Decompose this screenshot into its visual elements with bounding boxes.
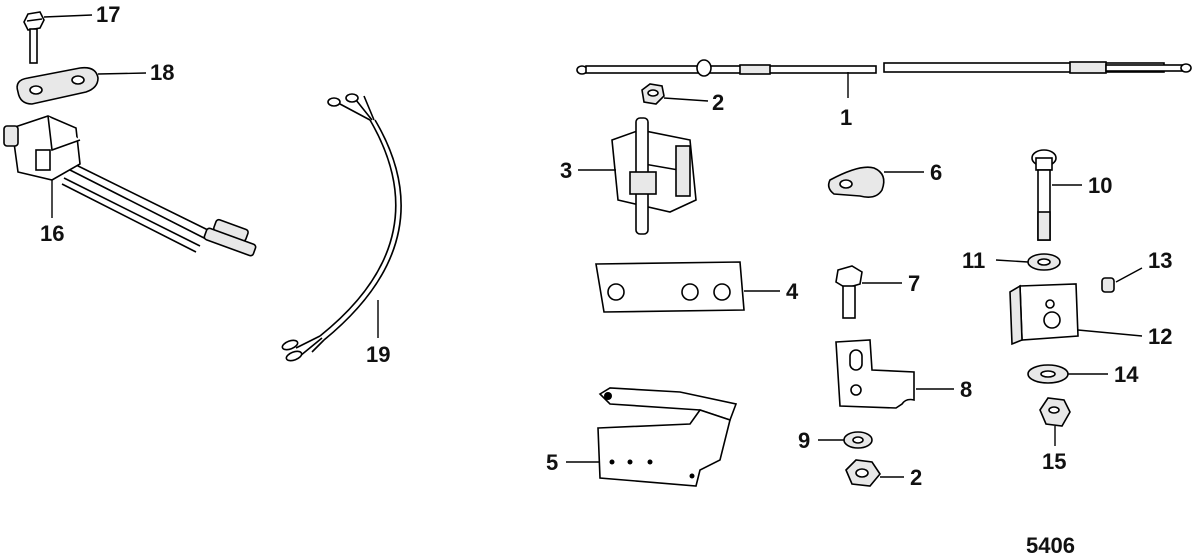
part-1-cable bbox=[576, 59, 1192, 77]
part-15-nut bbox=[1039, 397, 1071, 427]
part-9-washer bbox=[843, 431, 873, 449]
callout-13: 13 bbox=[1148, 248, 1172, 273]
leader-12 bbox=[1077, 329, 1143, 337]
part-13-set-screw bbox=[1101, 277, 1115, 293]
callout-12: 12 bbox=[1148, 324, 1172, 349]
callout-17: 17 bbox=[96, 2, 120, 27]
callout-19: 19 bbox=[366, 342, 390, 367]
callout-16: 16 bbox=[40, 221, 64, 246]
part-16-switch bbox=[3, 115, 257, 257]
part-2-nut-top bbox=[641, 83, 665, 105]
part-3-anchor bbox=[611, 117, 697, 235]
part-19-wire-harness bbox=[281, 93, 402, 362]
part-18-plate bbox=[16, 66, 99, 105]
callout-3: 3 bbox=[560, 158, 572, 183]
figure-id: 5406 bbox=[1026, 533, 1075, 558]
part-4-bracket bbox=[595, 261, 745, 313]
callout-10: 10 bbox=[1088, 173, 1112, 198]
callout-11: 11 bbox=[962, 248, 985, 273]
callout-5: 5 bbox=[546, 450, 558, 475]
callout-1: 1 bbox=[840, 105, 852, 130]
leader-11 bbox=[995, 259, 1029, 263]
part-5-bracket bbox=[597, 387, 738, 487]
callout-7: 7 bbox=[908, 271, 920, 296]
part-17-bolt bbox=[23, 11, 45, 64]
part-7-screw bbox=[835, 265, 863, 319]
part-8-plate bbox=[835, 339, 915, 409]
callout-14: 14 bbox=[1114, 362, 1139, 387]
part-11-lock-washer bbox=[1027, 253, 1061, 271]
callout-9: 9 bbox=[798, 428, 810, 453]
callout-18: 18 bbox=[150, 60, 174, 85]
callout-2-bottom: 2 bbox=[910, 465, 922, 490]
part-10-bolt bbox=[1031, 149, 1057, 241]
callout-2-top: 2 bbox=[712, 90, 724, 115]
callout-4: 4 bbox=[786, 279, 799, 304]
leader-17 bbox=[43, 14, 93, 18]
part-14-washer bbox=[1027, 364, 1069, 384]
part-2-nut-bottom bbox=[845, 459, 881, 487]
leader-13 bbox=[1115, 267, 1143, 283]
callout-8: 8 bbox=[960, 377, 972, 402]
part-6-clamp bbox=[827, 166, 885, 198]
leader-2-top bbox=[663, 97, 709, 102]
leader-18 bbox=[97, 72, 147, 75]
callout-6: 6 bbox=[930, 160, 942, 185]
part-12-block bbox=[1009, 283, 1079, 346]
callout-15: 15 bbox=[1042, 449, 1066, 474]
